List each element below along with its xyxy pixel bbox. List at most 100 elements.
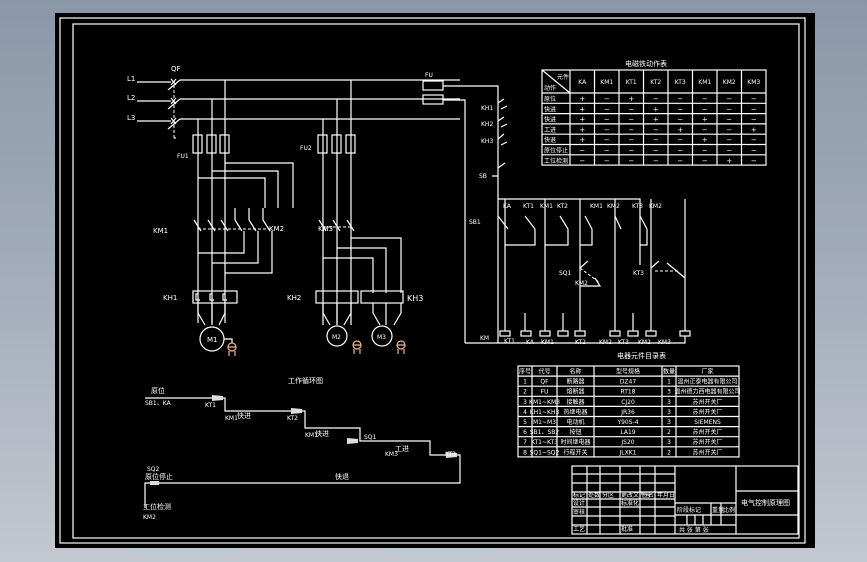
action-cell: − (751, 95, 757, 103)
label: 批准 (621, 525, 633, 533)
label-fu1: FU1 (177, 153, 189, 160)
label: KT2 (287, 415, 298, 422)
component-col-header: 代号 (538, 368, 550, 376)
corner-bottom: 动作 (544, 84, 556, 92)
action-cell: + (702, 136, 708, 144)
action-col-header: KT3 (675, 79, 686, 86)
action-row-label: 快进 (544, 105, 556, 113)
component-cell: 苏州开关厂 (692, 408, 722, 416)
label: 标记 (573, 491, 585, 499)
label: 工艺 (573, 525, 585, 533)
action-cell: − (653, 126, 659, 134)
component-cell: SB1、SB2 (530, 429, 560, 436)
component-cell: KM1~KM3 (529, 399, 560, 406)
action-cell: − (726, 116, 732, 124)
label: KM3 (658, 339, 671, 346)
component-cell: 苏州开关厂 (692, 428, 722, 436)
component-cell: 按钮 (569, 428, 581, 436)
label: KA (503, 203, 512, 210)
action-cell: + (677, 126, 683, 134)
label: KM3 (385, 451, 398, 458)
label-l3: L3 (127, 114, 135, 122)
action-col-header: KM1 (698, 79, 711, 86)
label: KM1 (540, 203, 553, 210)
drawing-canvas: L1 L2 L3 QF FU1 KM1 KM2 (55, 13, 815, 548)
action-cell: − (702, 95, 708, 103)
action-cell: + (751, 126, 757, 134)
component-cell: JR36 (620, 409, 635, 416)
label: KT1 (523, 203, 534, 210)
action-cell: − (702, 105, 708, 113)
component-cell: 3 (667, 389, 671, 396)
component-cell: 2 (523, 389, 527, 396)
label: 更改文件号 (621, 491, 651, 499)
action-cell: − (677, 157, 683, 165)
label: KT2 (557, 203, 568, 210)
label: 设计 (573, 499, 585, 507)
control-circuit: FU KH1 KH2 KH3 SB KA KT1 KM1 KT2 KM1 KM2… (422, 72, 691, 346)
label-coil-km: KM (480, 335, 489, 342)
action-cell: − (677, 116, 683, 124)
cycle-fault: 工位检测 (143, 502, 171, 511)
action-cell: − (579, 147, 585, 155)
component-cell: JS20 (620, 439, 634, 446)
action-cell: − (726, 126, 732, 134)
label: 分区 (602, 491, 614, 499)
action-cell: + (579, 136, 585, 144)
label: KT3 (618, 339, 629, 346)
action-cell: − (628, 157, 634, 165)
component-cell: KH1~KH3 (530, 409, 560, 416)
action-cell: − (653, 136, 659, 144)
component-cell: 接触器 (566, 398, 584, 406)
component-cell: 苏州开关厂 (692, 398, 722, 406)
action-cell: − (628, 105, 634, 113)
action-col-header: KA (578, 79, 587, 86)
action-col-header: KT2 (650, 79, 661, 86)
action-cell: − (726, 95, 732, 103)
component-col-header: 数量 (663, 368, 675, 376)
label-estop: SB (479, 173, 487, 180)
action-cell: − (702, 157, 708, 165)
label: KT1 (504, 338, 515, 345)
label: 签名 (642, 491, 654, 499)
component-cell: 8 (523, 449, 527, 456)
component-cell: 3 (667, 409, 671, 416)
component-col-header: 厂家 (701, 368, 713, 376)
component-cell: 5 (523, 419, 527, 426)
label: KT3 (445, 451, 456, 458)
label-sb1: SB1 (469, 219, 481, 226)
component-cell: 熔断器 (566, 388, 584, 396)
cycle-return: 快退 (335, 472, 349, 481)
action-cell: − (726, 136, 732, 144)
action-cell: − (628, 136, 634, 144)
component-table-title: 电器元件目录表 (617, 351, 666, 360)
component-cell: 6 (523, 429, 527, 436)
component-cell: 2 (667, 449, 671, 456)
action-cell: + (579, 105, 585, 113)
action-cell: − (751, 116, 757, 124)
label-m3: M3 (377, 334, 386, 341)
outer-frame (59, 17, 806, 544)
component-cell: 行程开关 (563, 448, 587, 456)
label-qf: QF (171, 65, 181, 73)
component-cell: 时间继电器 (560, 438, 590, 446)
component-cell: QF (540, 379, 549, 386)
label: KM1 (305, 432, 318, 439)
action-cell: − (628, 147, 634, 155)
label-m2: M2 (332, 334, 341, 341)
label: KT2 (575, 339, 586, 346)
label: KM1 (590, 203, 603, 210)
title-block: 标记 处数 分区 更改文件号 签名 年月日 设计 审核 工艺 标准化 批准 阶段… (571, 465, 799, 535)
label-km1: KM1 (153, 227, 168, 235)
component-col-header: 序号 (519, 368, 531, 376)
action-cell: − (751, 105, 757, 113)
component-cell: 4 (523, 409, 527, 416)
action-col-header: KM3 (747, 79, 760, 86)
label: KM2 (649, 203, 662, 210)
label: KT1 (205, 402, 216, 409)
component-cell: JLXK1 (619, 449, 637, 456)
action-cell: − (604, 105, 610, 113)
action-cell: − (604, 126, 610, 134)
component-cell: 3 (523, 399, 527, 406)
label: 阶段标记 (677, 506, 701, 514)
